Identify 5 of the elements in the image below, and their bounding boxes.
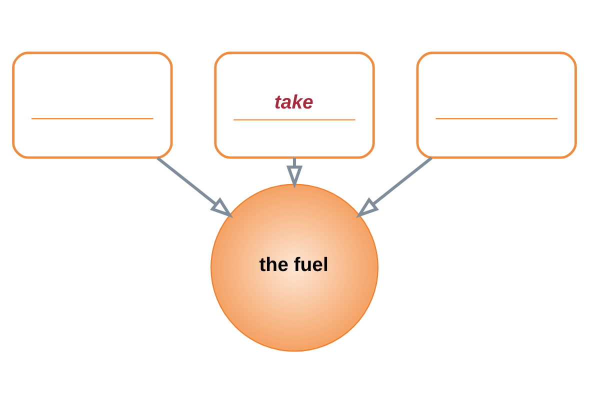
node-box [12, 52, 173, 159]
node-box [416, 52, 577, 159]
node-box: take [214, 52, 375, 159]
arrow [356, 156, 432, 218]
arrow [156, 156, 234, 218]
